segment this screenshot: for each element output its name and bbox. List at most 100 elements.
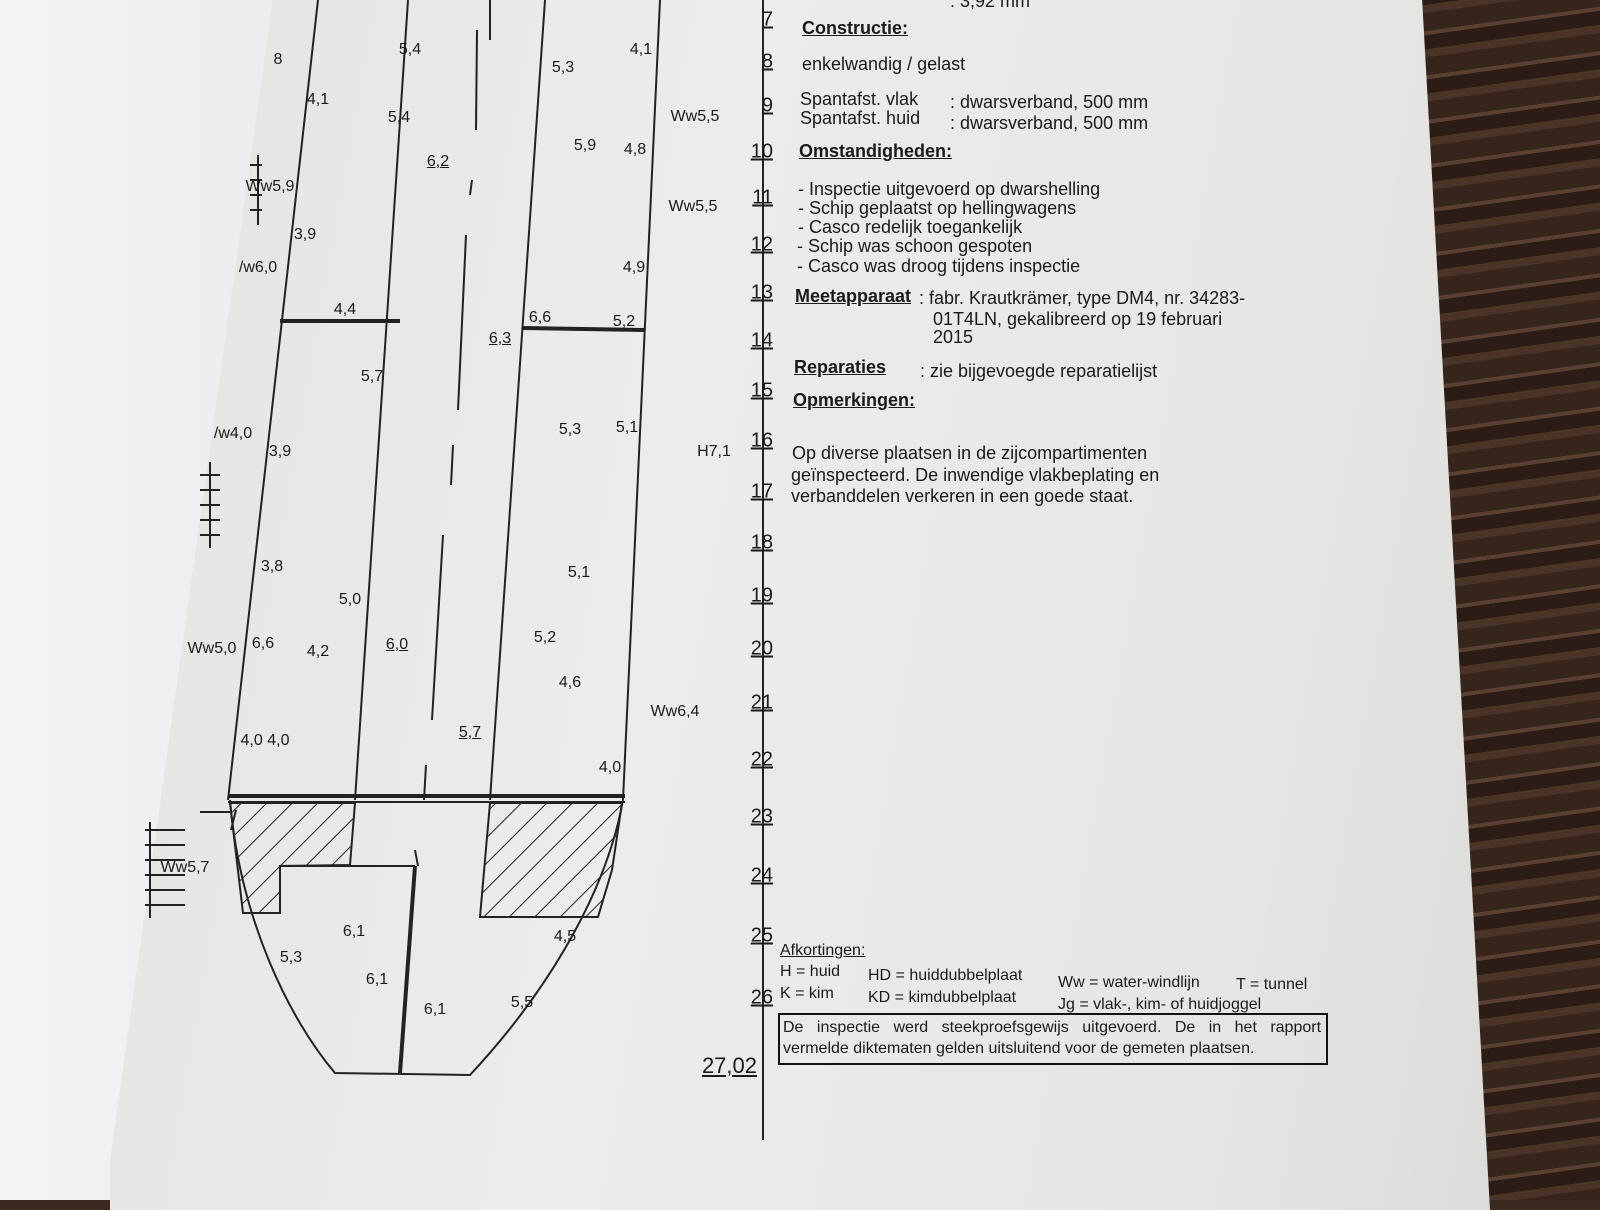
thickness-label: 4,9	[622, 259, 646, 276]
frame-number: 26	[750, 986, 773, 1009]
frame-number: 18	[750, 531, 773, 554]
thickness-label: 5,4	[387, 109, 411, 126]
disclaimer-line: De inspectie werd steekproefsgewijs uitg…	[783, 1019, 1322, 1036]
waterline-label: Ww6,4	[650, 703, 700, 720]
opmerking-line: geïnspecteerd. De inwendige vlakbeplatin…	[791, 465, 1160, 485]
waterline-label: Ww5,5	[670, 108, 720, 125]
frame-number: 11	[752, 186, 773, 209]
thickness-label: 4,5	[553, 928, 577, 945]
frame-number: 9	[761, 94, 773, 117]
disclaimer-line: vermelde diktematen gelden uitsluitend v…	[783, 1040, 1255, 1057]
spant-huid-value: : dwarsverband, 500 mm	[950, 113, 1149, 133]
hull-line	[622, 0, 661, 801]
hatched-block-right	[478, 802, 624, 918]
thickness-label: 5,9	[573, 137, 597, 154]
waterline-label: Ww5,7	[160, 859, 210, 876]
afkortingen-heading: Afkortingen:	[780, 942, 866, 959]
thickness-label: 5,3	[551, 59, 575, 76]
thickness-label: 6,1	[365, 971, 389, 988]
thickness-label: 6,3	[488, 330, 512, 347]
frame-number: 7	[761, 8, 773, 31]
frame-number: 22	[750, 748, 773, 771]
spant-vlak-label: Spantafst. vlak	[800, 89, 919, 109]
omstandigheid-item: - Inspectie uitgevoerd op dwarshelling	[798, 179, 1101, 199]
thickness-label: 5,2	[612, 313, 636, 330]
frame-number: 24	[750, 864, 773, 887]
thickness-label: 6,6	[528, 309, 552, 326]
thickness-label: 3,9	[268, 443, 292, 460]
thickness-label: 5,1	[615, 419, 639, 436]
frame-number: 16	[750, 429, 773, 452]
thickness-label: 4,0	[598, 759, 622, 776]
meetapparaat-value: 2015	[933, 327, 974, 347]
report-page	[110, 0, 1490, 1210]
abbreviation: Jg = vlak-, kim- of huidjoggel	[1058, 996, 1262, 1013]
thickness-label: 5,4	[398, 41, 422, 58]
frame-number: 15	[750, 379, 773, 402]
thickness-label: 4,1	[629, 41, 653, 58]
constructie-heading: Constructie:	[802, 18, 909, 38]
omstandigheid-item: - Casco redelijk toegankelijk	[798, 217, 1023, 237]
frame-number-end: 27,02	[701, 1053, 757, 1078]
omstandigheid-item: - Casco was droog tijdens inspectie	[797, 256, 1081, 276]
abbreviation: H = huid	[780, 963, 841, 980]
constructie-type: enkelwandig / gelast	[802, 54, 966, 74]
frame-number: 17	[750, 480, 773, 503]
disclaimer-box: De inspectie werd steekproefsgewijs uitg…	[778, 1013, 1328, 1065]
frame-number: 12	[750, 233, 773, 256]
hatched-block-left	[228, 802, 357, 914]
frame-number: 13	[750, 281, 773, 304]
thickness-label: 6,6	[251, 635, 275, 652]
frame-number: 23	[750, 805, 773, 828]
thickness-label: 5,2	[533, 629, 557, 646]
thickness-label: 5,3	[279, 949, 303, 966]
frame-number: 25	[750, 924, 773, 947]
opmerking-line: Op diverse plaatsen in de zijcompartimen…	[792, 443, 1148, 463]
waterline-label: Ww5,5	[668, 198, 718, 215]
hull-label: H7,1	[697, 443, 731, 460]
hull-line	[489, 0, 546, 801]
frame-number: 8	[761, 50, 773, 73]
reparaties-heading: Reparaties	[794, 357, 887, 377]
thickness-label: 6,1	[423, 1001, 447, 1018]
meetapparaat-heading: Meetapparaat	[795, 286, 912, 306]
waterline-label: /w6,0	[238, 259, 278, 276]
header-cut-value: : 3,92 mm	[950, 0, 1031, 11]
thickness-label: 5,1	[567, 564, 591, 581]
thickness-label: 5,7	[458, 724, 482, 741]
thickness-label: 5,7	[360, 368, 384, 385]
abbreviation: T = tunnel	[1236, 976, 1308, 993]
meetapparaat-value: : fabr. Krautkrämer, type DM4, nr. 34283…	[919, 288, 1246, 308]
thickness-label: 5,0	[338, 591, 362, 608]
frame-number: 19	[750, 584, 773, 607]
spant-vlak-value: : dwarsverband, 500 mm	[950, 92, 1149, 112]
omstandigheid-item: - Schip was schoon gespoten	[797, 236, 1033, 256]
thickness-label: 6,2	[426, 153, 450, 170]
waterline-label: Ww5,9	[245, 178, 295, 195]
thickness-label: 6,0	[385, 636, 409, 653]
thickness-label: 4,6	[558, 674, 582, 691]
meetapparaat-value: 01T4LN, gekalibreerd op 19 februari	[933, 309, 1223, 329]
abbreviation: Ww = water-windlijn	[1058, 974, 1200, 991]
thickness-label: 8	[273, 51, 283, 68]
frame-number: 10	[750, 140, 773, 163]
hull-line	[227, 0, 319, 801]
omstandigheid-item: - Schip geplaatst op hellingwagens	[798, 198, 1077, 218]
abbreviation: HD = huiddubbelplaat	[868, 967, 1023, 984]
thickness-label: 4,1	[306, 91, 330, 108]
abbreviation: KD = kimdubbelplaat	[868, 989, 1017, 1006]
waterline-label: Ww5,0	[187, 640, 237, 657]
thickness-label: 4,4	[333, 301, 357, 318]
omstandigheden-heading: Omstandigheden:	[799, 141, 953, 161]
thickness-label: 4,2	[306, 643, 330, 660]
waterline-label: /w4,0	[213, 425, 253, 442]
thickness-label: 3,8	[260, 558, 284, 575]
reparaties-value: : zie bijgevoegde reparatielijst	[920, 361, 1158, 381]
thickness-label: 5,5	[510, 994, 534, 1011]
spant-huid-label: Spantafst. huid	[800, 108, 921, 128]
frame-number: 21	[750, 691, 773, 714]
thickness-label: 5,3	[558, 421, 582, 438]
thickness-label: 6,1	[342, 923, 366, 940]
opmerkingen-heading: Opmerkingen:	[793, 390, 916, 410]
thickness-label: 4,8	[623, 141, 647, 158]
